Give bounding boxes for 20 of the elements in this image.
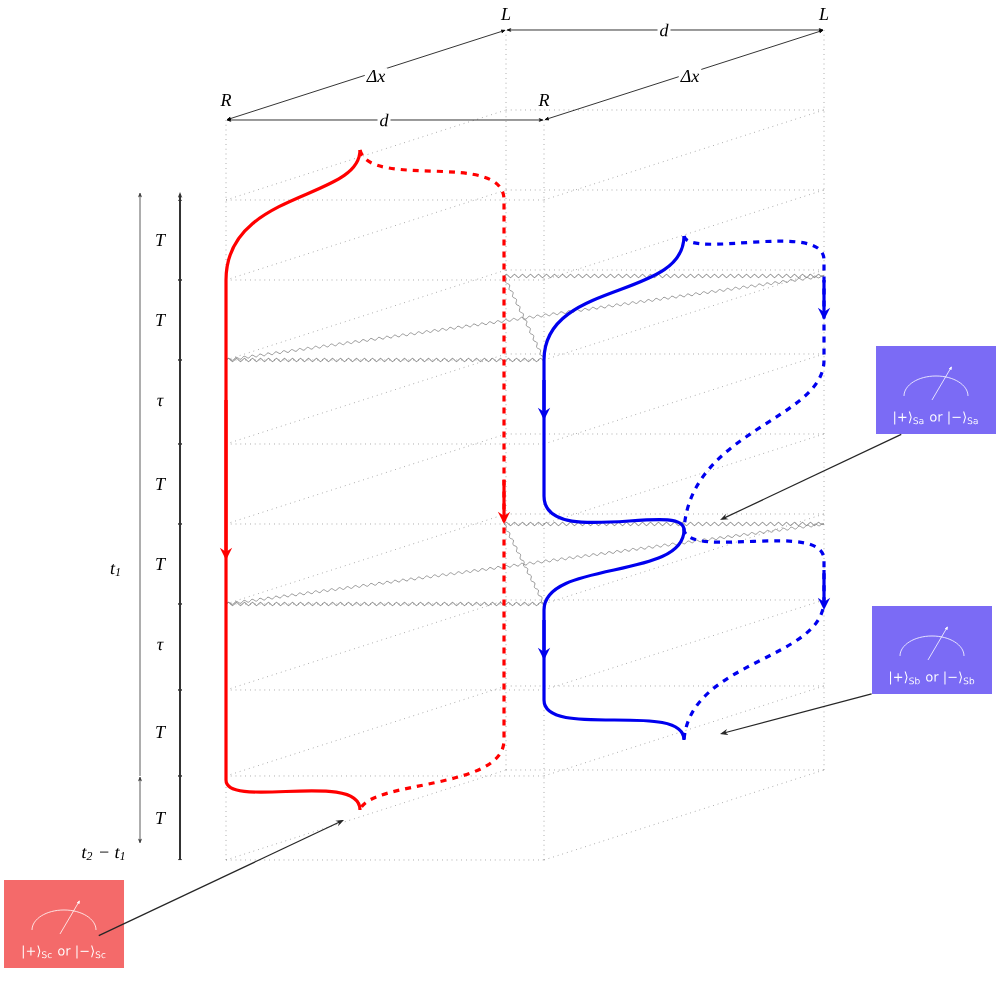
axis-label: T (156, 314, 167, 326)
axis-label: L (818, 8, 829, 20)
axis-label: Δx (364, 68, 388, 84)
axis-label: d (657, 21, 671, 39)
axis-label: τ (157, 641, 164, 651)
axis-label: t$_{2}$ − t$_{1}$ (82, 847, 125, 861)
axis-label: T (156, 812, 167, 824)
axis-label: t$_{1}$ (110, 563, 120, 577)
axis-label: R (220, 94, 232, 106)
axis-label: Δx (678, 68, 702, 84)
axis-label: T (156, 726, 167, 738)
axis-label: L (500, 8, 511, 20)
leader-arrow (98, 820, 344, 937)
axis-label: T (156, 234, 167, 246)
axis-label: T (156, 558, 167, 570)
axis-label: R (538, 94, 550, 106)
axis-label: T (156, 478, 167, 490)
leader-arrow (720, 433, 902, 520)
axis-label: τ (157, 397, 164, 407)
axis-label: d (377, 111, 391, 129)
